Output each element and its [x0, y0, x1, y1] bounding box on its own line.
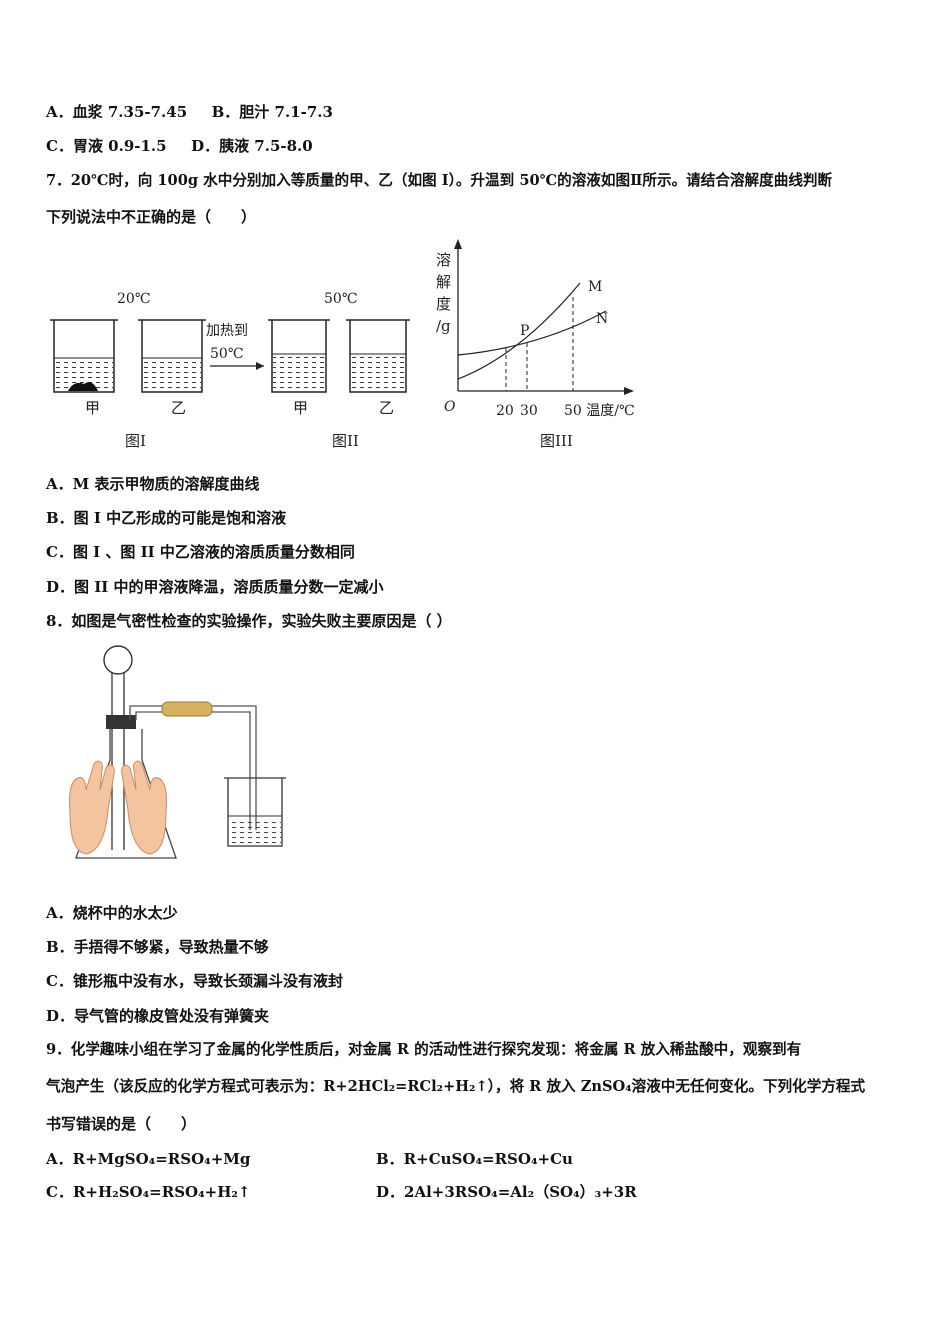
- rubber-hose: [161, 701, 213, 717]
- curve-n: [457, 310, 607, 356]
- funnel-bulb: [103, 645, 133, 675]
- q7-stem-line1: 7．20℃时，向 100g 水中分别加入等质量的甲、乙（如图 I）。升温到 50…: [46, 172, 833, 189]
- y-label-3: 度: [436, 295, 451, 313]
- left-hand-icon: [69, 760, 115, 855]
- y-label-1: 溶: [436, 251, 451, 269]
- airtightness-apparatus-figure: [69, 645, 286, 859]
- rubber-stopper: [106, 715, 136, 729]
- curve-m-label: M: [588, 279, 602, 295]
- q7-stem-line2: 下列说法中不正确的是（ ）: [46, 208, 257, 226]
- beaker-yi-2: [346, 319, 410, 393]
- x-axis-label: 50 温度/℃: [564, 403, 635, 419]
- tick-30-label: 30: [520, 403, 538, 419]
- right-hand-icon: [121, 760, 167, 855]
- beaker-jia-1: [50, 319, 118, 393]
- beaker: [224, 777, 286, 847]
- q7-option-b: B．图 I 中乙形成的可能是饱和溶液: [46, 509, 287, 527]
- q6-option-b-text: B．胆汁 7.1-7.3: [211, 103, 333, 121]
- q6-option-c-text: C．胃液 0.9-1.5: [46, 137, 167, 155]
- conical-flask: [75, 729, 177, 859]
- q8-option-c: C．锥形瓶中没有水，导致长颈漏斗没有液封: [46, 972, 343, 990]
- q7-beaker-figure: 20℃ 50℃ 加热到 50℃ 甲 乙 甲 乙 图I 图II: [50, 291, 410, 450]
- y-axis-arrow-icon: [454, 239, 462, 249]
- curve-n-label: N: [596, 311, 608, 327]
- undissolved-solid: [68, 382, 98, 391]
- q8-option-a: A．烧杯中的水太少: [46, 904, 178, 922]
- q9-stem-line3: 书写错误的是（ ）: [46, 1115, 197, 1133]
- q9-stem-line2: 气泡产生（该反应的化学方程式可表示为：R+2HCl₂=RCl₂+H₂↑），将 R…: [46, 1078, 866, 1095]
- q8-option-b: B．手捂得不够紧，导致热量不够: [46, 938, 269, 956]
- q6-option-d-text: D．胰液 7.5-8.0: [191, 137, 313, 155]
- label-yi-1: 乙: [171, 399, 186, 417]
- temp-50-label: 50℃: [324, 291, 357, 307]
- q6-option-c: C．胃液 0.9-1.5 D．胰液 7.5-8.0: [46, 136, 313, 156]
- solubility-curve-figure: 溶 解 度 /g M N P O 20 30 50 温度/℃ 图III: [436, 239, 635, 450]
- point-p-label: P: [520, 323, 529, 339]
- q6-option-a-text: A．血浆 7.35-7.45: [46, 103, 188, 121]
- origin-label: O: [444, 399, 456, 415]
- q8-option-d: D．导气管的橡皮管处没有弹簧夹: [46, 1007, 270, 1025]
- beaker-jia-2: [268, 319, 330, 393]
- q7-option-a: A．M 表示甲物质的溶解度曲线: [46, 475, 260, 493]
- heat-label-2: 50℃: [210, 346, 243, 362]
- tick-20-label: 20: [496, 403, 514, 419]
- label-jia-1: 甲: [85, 399, 100, 417]
- label-jia-2: 甲: [293, 399, 308, 417]
- y-label-4: /g: [436, 317, 451, 335]
- q6-option-a: A．血浆 7.35-7.45 B．胆汁 7.1-7.3: [46, 102, 333, 122]
- y-label-2: 解: [436, 273, 451, 291]
- x-axis-arrow-icon: [624, 387, 634, 395]
- q9-option-c: C．R+H₂SO₄=RSO₄+H₂↑: [46, 1183, 251, 1201]
- q8-stem: 8．如图是气密性检查的实验操作，实验失败主要原因是（ ）: [46, 612, 452, 630]
- caption-fig3: 图III: [540, 432, 573, 450]
- curve-m: [457, 282, 581, 380]
- q9-option-b: B．R+CuSO₄=RSO₄+Cu: [376, 1150, 573, 1168]
- heat-label-1: 加热到: [206, 323, 248, 339]
- q7-option-d: D．图 II 中的甲溶液降温，溶质质量分数一定减小: [46, 578, 384, 596]
- q7-option-c: C．图 I 、图 II 中乙溶液的溶质质量分数相同: [46, 543, 355, 561]
- arrow-head-icon: [256, 362, 264, 370]
- q9-stem-line1: 9．化学趣味小组在学习了金属的化学性质后，对金属 R 的活动性进行探究发现：将金…: [46, 1041, 802, 1058]
- q9-option-a: A．R+MgSO₄=RSO₄+Mg: [46, 1150, 251, 1168]
- beaker-yi-1: [138, 319, 206, 393]
- caption-fig2: 图II: [332, 432, 359, 450]
- temp-20-label: 20℃: [117, 291, 150, 307]
- label-yi-2: 乙: [379, 399, 394, 417]
- caption-fig1: 图I: [125, 432, 146, 450]
- q9-option-d: D．2Al+3RSO₄=Al₂（SO₄）₃+3R: [376, 1183, 637, 1201]
